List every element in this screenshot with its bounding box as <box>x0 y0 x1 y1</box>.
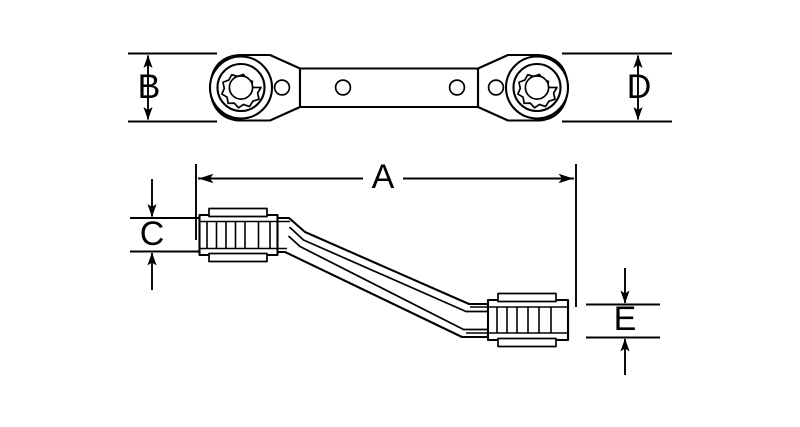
right-socket-bore <box>524 75 550 100</box>
dimension-e: E <box>586 268 660 375</box>
right-box-end <box>504 55 570 120</box>
side-view-group: A C E <box>130 158 660 375</box>
pivot-holes-group <box>273 79 505 96</box>
pivot-hole-2 <box>334 79 352 96</box>
side-left-head-knurl <box>199 220 290 250</box>
pivot-hole-1 <box>273 79 291 96</box>
dimension-c-label: C <box>140 215 165 253</box>
side-right-head-bottom-boss <box>497 337 557 348</box>
pivot-hole-4 <box>487 79 505 96</box>
dimension-d-label: D <box>627 68 652 106</box>
left-box-end <box>208 55 274 120</box>
side-right-head-knurl <box>466 306 568 334</box>
dimension-a-label-mask <box>363 161 403 197</box>
dimension-b-label: B <box>138 68 161 106</box>
top-view-group: B D <box>128 52 672 123</box>
dimension-b: B <box>128 52 217 123</box>
dimension-c: C <box>130 179 200 290</box>
pivot-hole-3 <box>448 79 466 96</box>
dimension-e-label: E <box>614 300 637 338</box>
left-socket-bore <box>228 75 254 100</box>
side-right-head <box>466 292 570 348</box>
side-left-head <box>198 207 290 263</box>
dimension-d: D <box>562 52 672 123</box>
dimension-a: A <box>195 158 577 307</box>
dimension-a-label: A <box>372 158 395 196</box>
side-left-head-top-boss <box>208 207 268 218</box>
side-left-head-bottom-boss <box>208 252 268 263</box>
side-right-head-top-boss <box>497 292 557 303</box>
